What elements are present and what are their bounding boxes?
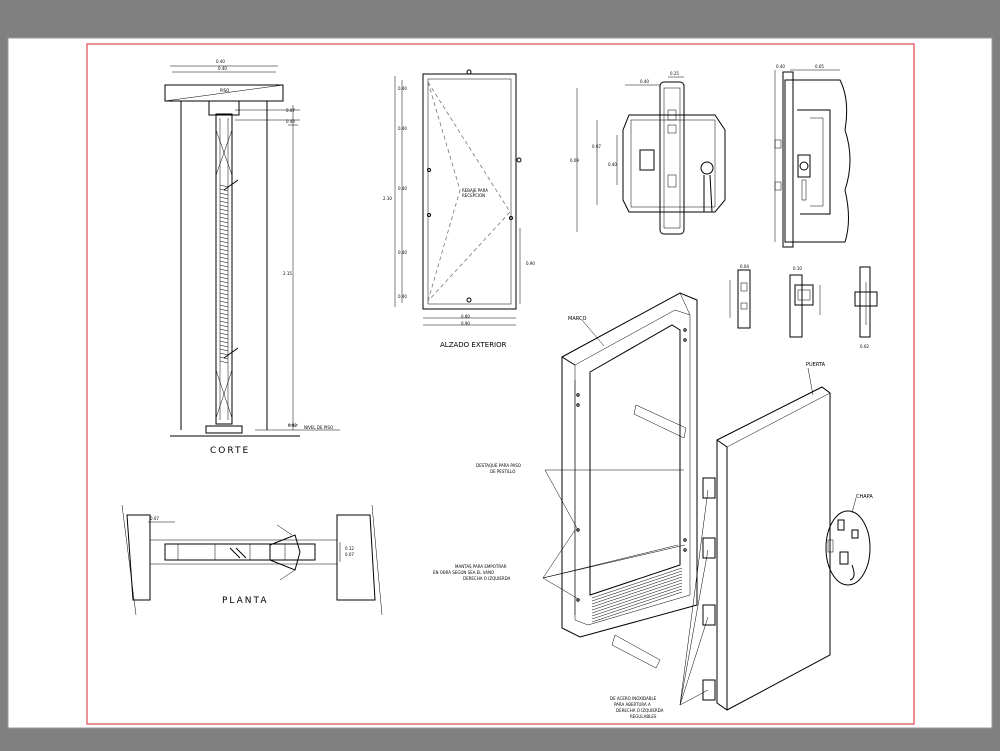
leader-lines [542,469,709,706]
svg-text:0.40: 0.40 [608,162,617,167]
title-alzado: ALZADO EXTERIOR [440,341,507,349]
planta-section: 0.07 0.12 0.07 [121,504,383,616]
sheet-border [86,43,915,725]
label-puerta: PUERTA [806,362,826,368]
drawing-sheet [7,37,993,729]
svg-text:0.02: 0.02 [288,423,297,428]
svg-text:0.80: 0.80 [461,314,470,319]
svg-text:0.25: 0.25 [670,71,679,76]
label-piso: PISO [220,88,229,93]
svg-text:0.10: 0.10 [793,266,802,271]
svg-text:0.40: 0.40 [398,186,407,191]
label-mantas-1: MANTAS PARA EMPOTRAR [455,564,507,569]
label-destaque-1: DESTAQUE PARA PASO [476,463,521,468]
svg-text:0.07: 0.07 [286,108,295,113]
svg-text:0.04: 0.04 [740,264,749,269]
svg-text:0.40: 0.40 [398,126,407,131]
lock-side-detail: 0.05 0.40 [774,64,851,248]
isometric-frame [561,292,698,669]
hardware-small-details: 0.04 0.10 0.02 [729,264,878,349]
label-nivel-piso: NIVEL DE PISO [304,425,333,430]
svg-text:0.02: 0.02 [860,344,869,349]
svg-text:2.15: 2.15 [283,271,292,276]
label-marco: MARCO [568,316,586,322]
svg-text:0.40: 0.40 [776,64,785,69]
label-mantas-2: EN OBRA SEGUN SEA EL VANO [433,570,494,575]
svg-text:0.40: 0.40 [216,59,225,64]
title-corte: CORTE [210,446,250,456]
svg-text:0.40: 0.40 [218,66,227,71]
svg-text:0.07: 0.07 [150,516,159,521]
svg-text:0.05: 0.05 [815,64,824,69]
svg-text:0.40: 0.40 [286,119,295,124]
svg-text:0.07: 0.07 [592,144,601,149]
svg-text:0.09: 0.09 [570,158,579,163]
lock-front-detail: 0.25 0.40 0.09 0.07 0.40 [570,71,726,235]
svg-text:0.40: 0.40 [398,250,407,255]
isometric-door [702,367,871,711]
label-bisagras-4: REGULABLES [630,714,657,719]
label-mantas-3: DERECHA O IZQUIERDA [463,576,511,581]
svg-text:0.07: 0.07 [345,552,354,557]
label-bisagras-3: DERECHA O IZQUIERDA [616,708,664,713]
alzado-section: 0.40 0.40 0.40 0.40 0.40 2.10 0.80 0.90 … [383,69,535,326]
svg-text:2.10: 2.10 [383,196,392,201]
title-planta: PLANTA [222,596,269,606]
svg-text:0.90: 0.90 [461,321,470,326]
svg-text:0.40: 0.40 [398,86,407,91]
svg-text:0.12: 0.12 [345,546,354,551]
label-destaque-2: DE PESTILLO [490,469,515,474]
svg-text:0.40: 0.40 [398,294,407,299]
label-bisagras-2: PARA ABERTURA A [614,702,651,707]
corte-section: 0.40 0.40 PISO 0.07 0.40 2.15 0.02 NIVEL… [164,59,340,437]
svg-text:0.40: 0.40 [640,79,649,84]
label-rebaje-1: REBAJE PARA [462,188,488,193]
label-bisagras-1: DE ACERO INOXIDABLE [610,696,657,701]
label-chapa: CHAPA [856,494,873,500]
label-rebaje-2: RECEPCION [462,193,485,198]
svg-text:0.90: 0.90 [526,261,535,266]
